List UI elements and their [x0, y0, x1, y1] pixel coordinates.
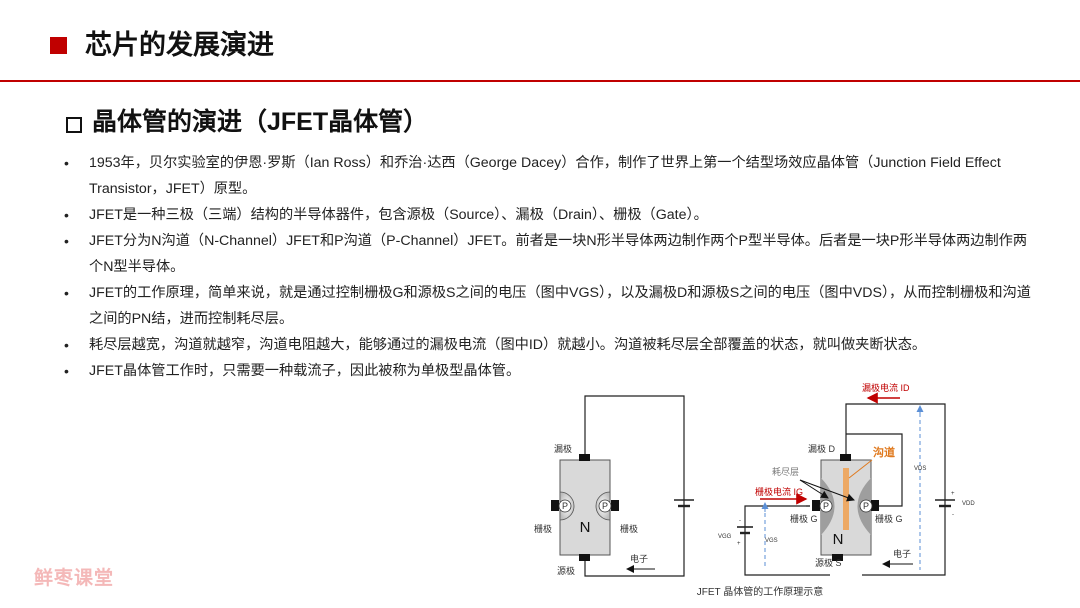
- right-depletion-label: 耗尽层: [772, 467, 799, 477]
- section-title: 晶体管的演进（JFET晶体管）: [92, 108, 429, 136]
- right-vgg-wire: [744, 505, 830, 576]
- right-vgg-plus: +: [737, 541, 741, 547]
- bullet-item: JFET是一种三极（三端）结构的半导体器件，包含源极（Source）、漏极（Dr…: [64, 202, 1039, 228]
- right-vgg-label: VGG: [718, 534, 732, 540]
- right-channel-label: 沟道: [873, 445, 895, 459]
- title-rule: [0, 80, 1080, 82]
- right-gate-left-label: 栅极 G: [790, 513, 818, 524]
- right-vdd-label: VDD: [962, 501, 975, 507]
- right-p-label: P: [823, 501, 829, 511]
- left-gate-terminal: [551, 500, 559, 511]
- left-source-label: 源极: [557, 565, 575, 576]
- right-depletion-pointer: [799, 479, 829, 499]
- left-electron-label: 电子: [630, 553, 648, 564]
- right-vdd-minus: -: [952, 512, 954, 518]
- left-p-label: P: [562, 501, 568, 511]
- section-box-icon: [66, 117, 82, 133]
- diagram-right: + - VDD - + VGG P P N VDS: [718, 382, 975, 576]
- left-source-terminal: [579, 554, 590, 561]
- bullet-item: JFET分为N沟道（N-Channel）JFET和P沟道（P-Channel）J…: [64, 228, 1039, 280]
- right-drain-current-label: 漏极电流 ID: [862, 382, 910, 393]
- left-gate-label: 栅极: [620, 523, 638, 534]
- title-marker: [50, 37, 67, 54]
- right-vgs-label: VGS: [765, 538, 778, 544]
- right-source-label: 源极 S: [815, 557, 842, 568]
- right-source-terminal: [832, 554, 843, 561]
- left-drain-terminal: [579, 454, 590, 461]
- left-drain-label: 漏极: [554, 443, 572, 454]
- right-gate-right-label: 栅极 G: [875, 513, 903, 524]
- bullet-item: 耗尽层越宽，沟道就越窄，沟道电阻越大，能够通过的漏极电流（图中ID）就越小。沟道…: [64, 332, 1039, 358]
- right-outer-wire: [845, 403, 946, 576]
- right-drain-terminal: [840, 454, 851, 461]
- right-vds-label: VDS: [914, 466, 926, 472]
- right-gate-terminal: [871, 500, 879, 511]
- right-gate-terminal: [812, 500, 820, 511]
- diagram-left: P P N 漏极 栅极 栅极 源极 电子: [534, 395, 694, 577]
- right-channel-pointer: [848, 459, 873, 479]
- right-electron-label: 电子: [893, 548, 911, 559]
- left-gate-label: 栅极: [534, 523, 552, 534]
- right-vdd-plus: +: [951, 491, 955, 497]
- right-gate-wire: [846, 433, 903, 507]
- right-depletion-pointer: [799, 479, 855, 502]
- watermark-logo: 鲜枣课堂: [34, 568, 115, 589]
- bullet-list: 1953年，贝尔实验室的伊恩·罗斯（Ian Ross）和乔治·达西（George…: [64, 150, 1039, 384]
- right-vgg-minus: -: [739, 518, 741, 524]
- right-n-label: N: [833, 531, 844, 548]
- left-p-label: P: [602, 501, 608, 511]
- left-circuit-wire: [584, 395, 685, 577]
- diagram-caption: JFET 晶体管的工作原理示意: [697, 585, 823, 598]
- left-gate-terminal: [611, 500, 619, 511]
- page-title: 芯片的发展演进: [85, 30, 274, 60]
- bullet-item: JFET晶体管工作时，只需要一种载流子，因此被称为单极型晶体管。: [64, 358, 1039, 384]
- bullet-item: JFET的工作原理，简单来说，就是通过控制栅极G和源极S之间的电压（图中VGS）…: [64, 280, 1039, 332]
- left-n-label: N: [580, 519, 591, 536]
- bullet-item: 1953年，贝尔实验室的伊恩·罗斯（Ian Ross）和乔治·达西（George…: [64, 150, 1039, 202]
- right-gate-current-label: 栅极电流 IG: [755, 486, 803, 497]
- right-p-label: P: [863, 501, 869, 511]
- right-channel: [843, 468, 849, 530]
- right-drain-label: 漏极 D: [808, 443, 836, 454]
